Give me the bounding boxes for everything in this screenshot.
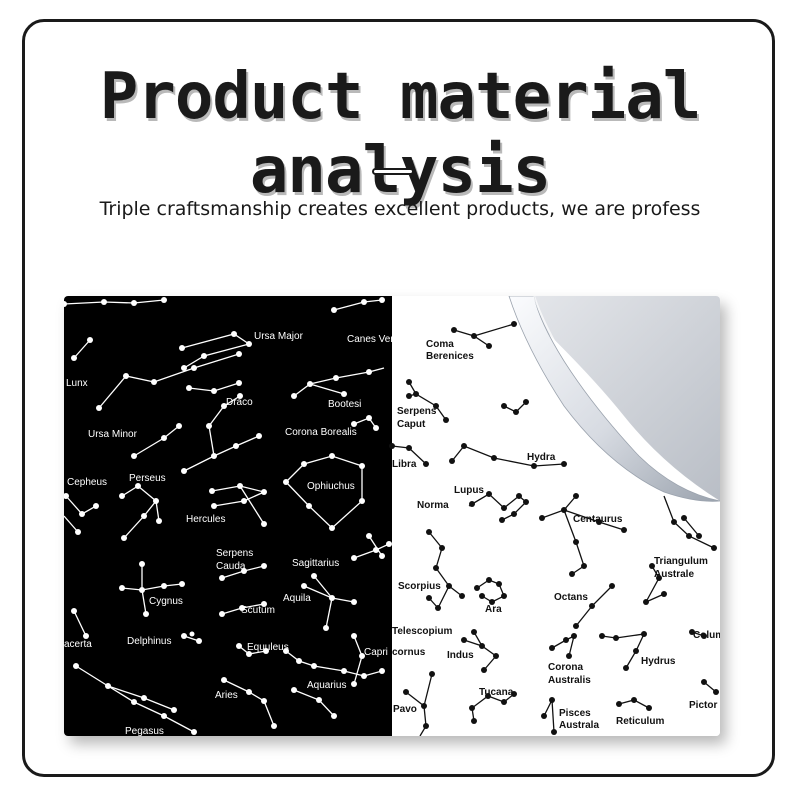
constellation-map: Ursa Major Canes Venatici Lunx Draco Boo…	[64, 296, 720, 736]
label-norma: Norma	[417, 500, 449, 511]
label-capricornus-light: cornus	[392, 647, 426, 658]
dark-panel	[64, 296, 392, 736]
label-lupus: Lupus	[454, 485, 484, 496]
label-indus: Indus	[447, 650, 474, 661]
label-hercules: Hercules	[186, 514, 225, 525]
dark-stars	[64, 297, 392, 735]
label-cepheus: Cepheus	[67, 477, 107, 488]
label-ursa-minor: Ursa Minor	[88, 429, 138, 440]
label-hydrus: Hydrus	[641, 656, 676, 667]
label-coma-2: Berenices	[426, 351, 474, 362]
page-title: Product material analysis	[99, 60, 702, 208]
label-octans: Octans	[554, 592, 588, 603]
label-delphinus: Delphinus	[127, 636, 171, 647]
label-serpens-cauda-2: Cauda	[216, 561, 246, 572]
label-bootesi: Bootesi	[328, 399, 361, 410]
label-ursa-major: Ursa Major	[254, 331, 304, 342]
label-canes-venatici: Canes Venatici	[347, 334, 414, 345]
label-lunx: Lunx	[66, 378, 88, 389]
label-capricornus-dark: Capri	[364, 647, 388, 658]
label-ara: Ara	[485, 604, 502, 615]
label-corona-borealis: Corona Borealis	[285, 427, 357, 438]
label-pictor: Pictor	[689, 700, 717, 711]
label-triangulum-2: Australe	[654, 569, 694, 580]
label-draco: Draco	[226, 397, 253, 408]
label-aquila: Aquila	[283, 593, 311, 604]
label-corona-australis-2: Australis	[548, 675, 591, 686]
exposed-backing	[509, 296, 720, 501]
label-sagittarius: Sagittarius	[292, 558, 339, 569]
label-hydra: Hydra	[527, 452, 556, 463]
label-pisces-1: Pisces	[559, 708, 591, 719]
label-lacerta: acerta	[64, 639, 92, 650]
label-telescopium: Telescopium	[392, 626, 452, 637]
label-cygnus: Cygnus	[149, 596, 183, 607]
label-aries: Aries	[215, 690, 238, 701]
label-scutum: Scutum	[241, 605, 275, 616]
label-serpens-cauda-1: Serpens	[216, 548, 253, 559]
light-stars	[389, 321, 719, 735]
label-aquarius: Aquarius	[307, 680, 346, 691]
label-tucana: Tucana	[479, 687, 514, 698]
label-pavo: Pavo	[393, 704, 417, 715]
label-pisces-2: Australa	[559, 720, 599, 731]
label-equuleus: Equuleus	[247, 642, 289, 653]
label-coma-1: Coma	[426, 339, 454, 350]
label-triangulum-1: Triangulum	[654, 556, 708, 567]
title-divider	[372, 168, 414, 175]
label-serpens-caput-2: Caput	[397, 419, 426, 430]
label-serpens-caput-1: Serpens	[397, 406, 437, 417]
peeled-corner	[508, 296, 720, 502]
label-perseus: Perseus	[129, 473, 166, 484]
page-subtitle: Triple craftsmanship creates excellent p…	[99, 198, 701, 220]
label-columba: Colum	[693, 630, 720, 641]
label-libra: Libra	[392, 459, 417, 470]
product-sticker-image: Ursa Major Canes Venatici Lunx Draco Boo…	[64, 296, 720, 736]
light-labels: Coma Berenices Serpens Caput Hydra Libra…	[392, 339, 720, 731]
peel-highlight	[533, 296, 640, 455]
label-scorpius: Scorpius	[398, 581, 441, 592]
label-corona-australis-1: Corona	[548, 662, 583, 673]
label-ophiuchus: Ophiuchus	[307, 481, 355, 492]
label-reticulum: Reticulum	[616, 716, 664, 727]
label-pegasus: Pegasus	[125, 726, 164, 736]
label-centaurus: Centaurus	[573, 514, 623, 525]
dark-labels: Ursa Major Canes Venatici Lunx Draco Boo…	[64, 331, 414, 736]
